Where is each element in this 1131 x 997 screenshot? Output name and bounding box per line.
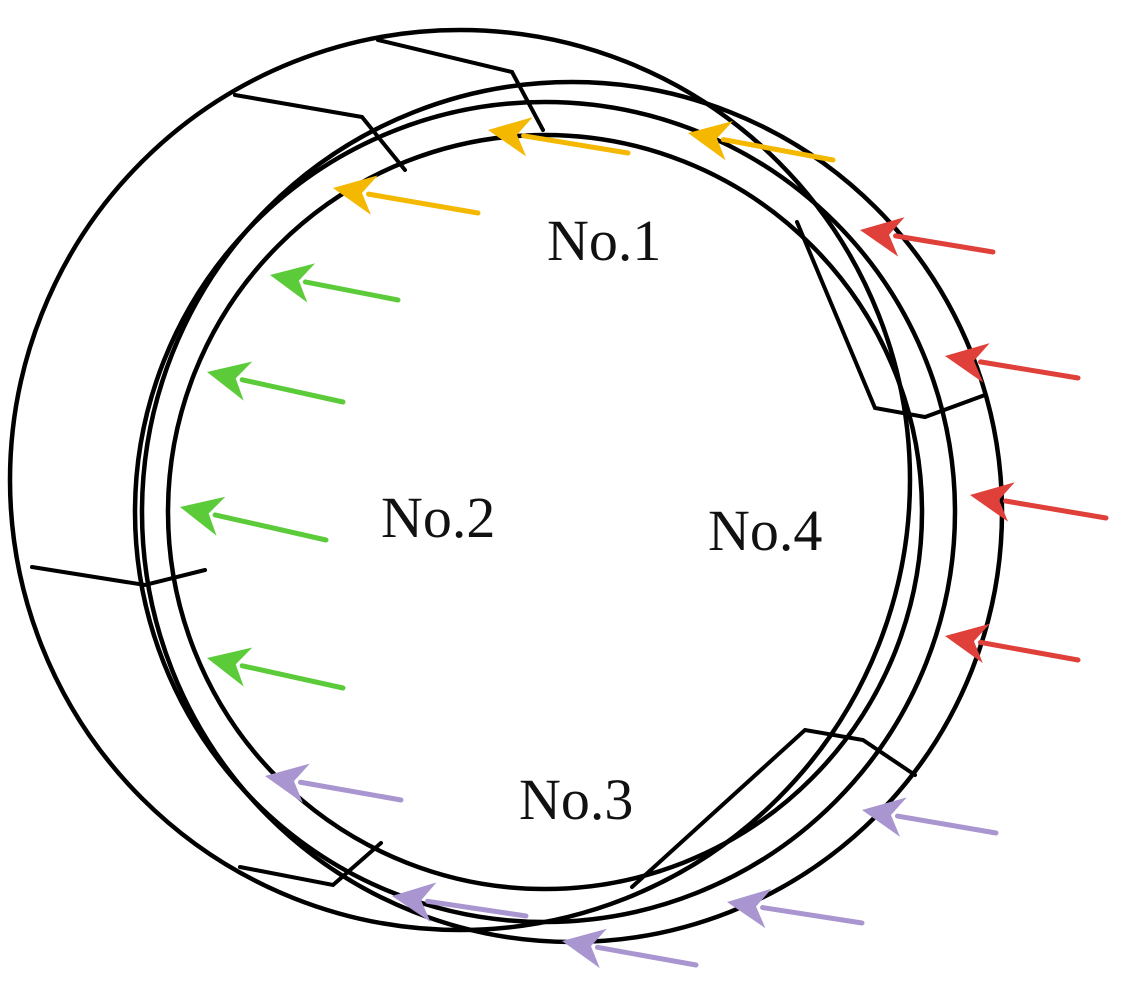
joint-right-upper — [795, 220, 987, 420]
arrow-shaft — [425, 898, 529, 919]
label-no3: No.3 — [519, 767, 633, 832]
arrow-shaft — [521, 133, 631, 156]
arrow-head — [333, 175, 378, 215]
segment-joints — [30, 38, 987, 889]
label-no2: No.2 — [381, 485, 495, 550]
arrow-purple-1 — [265, 763, 404, 803]
arrow-head — [207, 361, 253, 401]
arrow-green-2 — [207, 361, 346, 405]
arrow-shaft — [760, 905, 865, 926]
arrow-head — [970, 482, 1015, 522]
arrow-red-3 — [970, 482, 1109, 522]
arrow-group-red — [860, 217, 1109, 664]
segment-labels: No.1 No.2 No.3 No.4 — [381, 208, 822, 832]
arrow-purple-2 — [862, 797, 999, 837]
joint-top-left — [233, 93, 407, 172]
arrow-green-3 — [180, 496, 329, 543]
arrow-group-yellow — [333, 117, 836, 216]
arrow-head — [945, 343, 990, 383]
arrow-red-2 — [945, 343, 1081, 383]
arrow-purple-5 — [562, 928, 699, 969]
joint-right-lower — [630, 727, 917, 889]
arrow-yellow-3 — [333, 175, 481, 216]
arrow-head — [945, 623, 990, 664]
arrow-shaft — [978, 359, 1081, 381]
front-ring-middle — [132, 99, 958, 925]
arrow-yellow-1 — [488, 117, 631, 157]
arrow-shaft — [365, 191, 481, 216]
arrow-head — [265, 763, 310, 803]
arrow-shaft — [594, 944, 699, 968]
arrow-head — [727, 888, 772, 929]
arrow-purple-3 — [392, 882, 529, 922]
arrow-head — [180, 496, 226, 536]
arrow-red-1 — [860, 217, 996, 257]
arrow-shaft — [720, 137, 836, 163]
arrow-shaft — [297, 779, 404, 803]
arrow-shaft — [1002, 498, 1109, 521]
front-ring-inner — [165, 132, 925, 892]
arrow-head — [860, 217, 905, 257]
arrow-head — [207, 647, 253, 687]
arrow-shaft — [893, 233, 996, 255]
joint-left — [30, 565, 207, 588]
arrow-head — [688, 121, 733, 161]
arrow-shaft — [212, 512, 329, 543]
joint-bottom-left — [238, 841, 383, 888]
back-ring-outer — [7, 27, 913, 933]
arrow-shaft — [302, 279, 401, 303]
joint-top — [376, 38, 545, 132]
arrow-head — [270, 263, 316, 303]
arrow-head — [392, 882, 437, 922]
back-ring — [7, 27, 913, 933]
arrow-shaft — [894, 813, 999, 836]
arrow-green-4 — [207, 647, 346, 691]
arrow-head — [488, 117, 533, 157]
arrow-shaft — [977, 639, 1081, 663]
label-no4: No.4 — [708, 498, 822, 563]
arrow-group-purple — [265, 763, 999, 969]
arrow-green-1 — [270, 263, 401, 303]
arrow-shaft — [239, 377, 346, 405]
arrow-head — [562, 928, 607, 969]
arrow-group-green — [180, 263, 401, 691]
arrow-yellow-2 — [688, 121, 836, 163]
arrow-purple-4 — [727, 888, 865, 929]
arrow-shaft — [239, 663, 346, 691]
arrow-red-4 — [945, 623, 1081, 664]
label-no1: No.1 — [547, 208, 661, 273]
arrow-head — [862, 797, 907, 837]
